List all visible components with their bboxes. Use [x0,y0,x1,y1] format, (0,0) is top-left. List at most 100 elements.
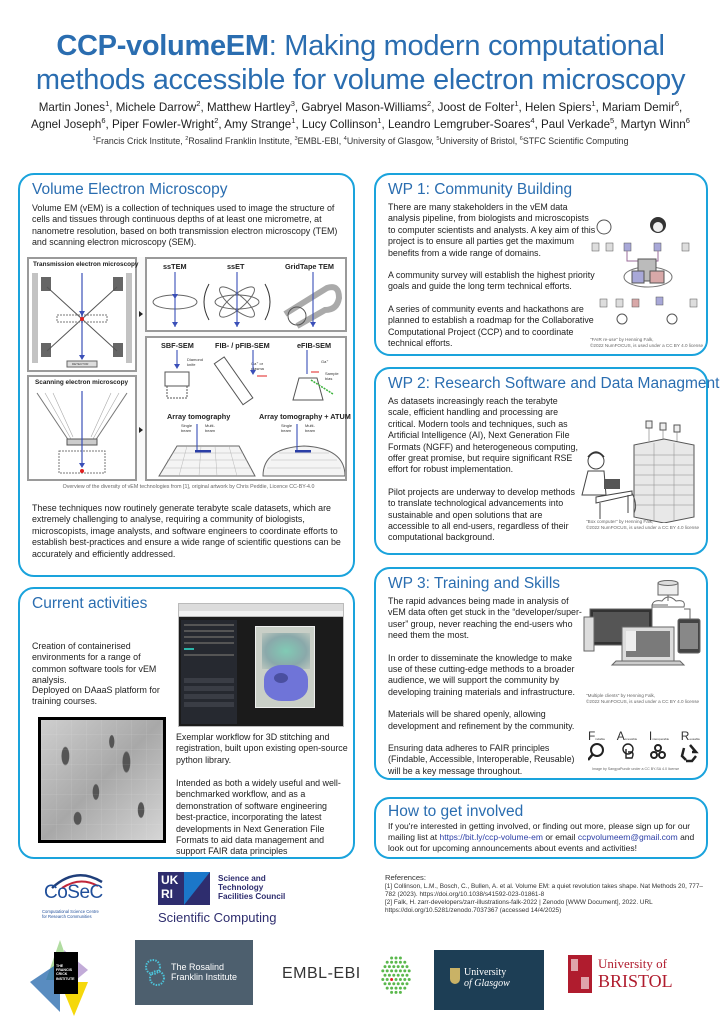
vem-heading: Volume Electron Microscopy [32,181,228,198]
wp1-heading: WP 1: Community Building [388,181,573,198]
affiliation-number: 2 [196,99,201,109]
cosec-subtitle: Computational Science Centre for Researc… [42,909,99,919]
fair-letters: Findable Accessible Interoperable Reusab… [588,727,700,745]
embl-dot [398,969,402,973]
method-label: FIB- / pFIB-SEM [215,341,270,350]
wp2-heading: WP 2: Research Software and Data Managme… [388,375,720,392]
fair-findable: Findable [588,729,606,743]
wp2-para: Pilot projects are underway to develop m… [388,486,575,543]
rfi-rings-icon [145,959,165,986]
vem-technologies-figure: Transmission electron microscopy DETECTO… [27,257,351,481]
affiliation-number: 2 [214,116,219,126]
caption-line: "Box computer" by Henning Falk, [586,519,654,524]
sem-panel: Scanning electron microscopy [27,375,137,481]
method-label: SBF-SEM [161,341,194,350]
embl-dot [392,965,396,969]
multiple-clients-illustration [583,580,701,666]
method-label: GridTape TEM [285,262,334,271]
affiliation: 3EMBL-EBI [294,136,339,146]
wp1-box: WP 1: Community Building There are many … [374,173,708,356]
author-name: Piper Fowler-Wright2 [111,116,219,131]
affiliation: 2Rosalind Franklin Institute [185,136,290,146]
method-label: ssET [227,262,245,271]
embl-dot [381,978,385,981]
fair-icons [588,743,699,763]
embl-dot [401,965,405,969]
arrow-icon [139,311,143,317]
rosalind-franklin-logo: The Rosalind Franklin Institute [135,940,253,1005]
affiliation: 4University of Glasgow [343,136,432,146]
current-activities-heading: Current activities [32,595,148,612]
embl-dot [392,982,396,986]
affiliation-number: 3 [290,99,295,109]
glasgow-logo: University of Glasgow [434,950,544,1010]
embl-dot [405,982,409,986]
embl-dot [385,969,389,973]
involved-text: If you're interested in getting involved… [388,821,691,842]
embl-dot [390,956,394,960]
authors-line-2: Agnel Joseph6, Piper Fowler-Wright2, Amy… [31,116,690,131]
caption-line: ©2022 NumFOCUS, is used under a CC BY 4.… [586,525,700,530]
wp1-image-caption: "FAIR re-use" by Henning Falk, ©2022 Num… [590,337,703,349]
title-text: : Making modern computational [268,30,665,62]
poster-title-line-2: methods accessible for volume electron m… [35,64,686,96]
wp3-para: In order to disseminate the knowledge to… [388,652,575,697]
embl-dot [396,982,400,986]
get-involved-text: If you're interested in getting involved… [388,821,704,854]
embl-dot [383,965,387,969]
embl-dot [394,960,398,964]
wp1-para: There are many stakeholders in the vEM d… [388,202,596,258]
references-title: References: [385,873,426,882]
involved-text: or email [542,832,578,842]
sem-label: Scanning electron microscopy [35,379,129,386]
affiliation-number: 4 [530,116,535,126]
get-involved-box: How to get involved If you're interested… [374,797,708,859]
embl-dot [396,965,400,969]
author-name: Agnel Joseph6 [31,116,106,131]
em-cell-image [255,626,315,708]
tem-diagram [32,273,132,368]
arrow-icon [139,427,143,433]
wp1-text: There are many stakeholders in the vEM d… [388,202,598,360]
affiliation-number: 1 [377,116,382,126]
method-label: eFIB-SEM [297,341,332,350]
wp2-box: WP 2: Research Software and Data Managme… [374,367,719,555]
author-name: Martin Jones1 [38,99,110,114]
author-name: Helen Spiers1 [525,99,596,114]
sem-methods-diagram [164,350,334,406]
embl-dot [401,982,405,986]
author-name: Michele Darrow2 [115,99,201,114]
stfc-name: Science and Technology Facilities Counci… [218,874,286,901]
cosec-arc-icon [51,874,103,889]
embl-dot [390,990,394,994]
email-link[interactable]: ccpvolumeem@gmail.com [577,832,678,842]
touch-icon [622,743,634,759]
fair-reuse-illustration [591,217,698,325]
embl-dot [403,978,407,981]
single-beam-label: Single beam [281,423,293,433]
embl-dot [398,960,402,964]
mailing-list-link[interactable]: https://bit.ly/ccp-volume-em [439,832,543,842]
embl-dot [398,990,402,994]
wp3-para: Ensuring data adheres to FAIR principles… [388,743,575,776]
glasgow-crest-icon [450,968,460,984]
caption-line: "FAIR re-use" by Henning Falk, [590,337,654,342]
wp1-para: A community survey will establish the hi… [388,270,595,292]
embl-dot [392,973,396,977]
tem-methods-diagram [152,272,343,329]
references: References: [1] Collinson, L.M., Bosch, … [385,874,710,915]
embl-dot [390,960,394,964]
tem-methods-panel: ssTEM ssET GridTape TEM [145,257,347,332]
stitched-em-image [38,717,166,843]
author-name: Joost de Folter1 [437,99,519,114]
embl-dot [394,969,398,973]
vem-intro: Volume EM (vEM) is a collection of techn… [32,203,338,248]
poster-title-line-1: CCP-volumeEM: Making modern computationa… [0,30,721,63]
affiliation: 5University of Bristol [436,136,515,146]
embl-dot [390,986,394,990]
author-name: Martyn Winn6 [620,116,690,131]
author-name: Matthew Hartley3 [206,99,295,114]
embl-dot [407,969,411,973]
gears-icon [650,744,666,759]
ga-label: Ga⁺ [321,359,329,364]
